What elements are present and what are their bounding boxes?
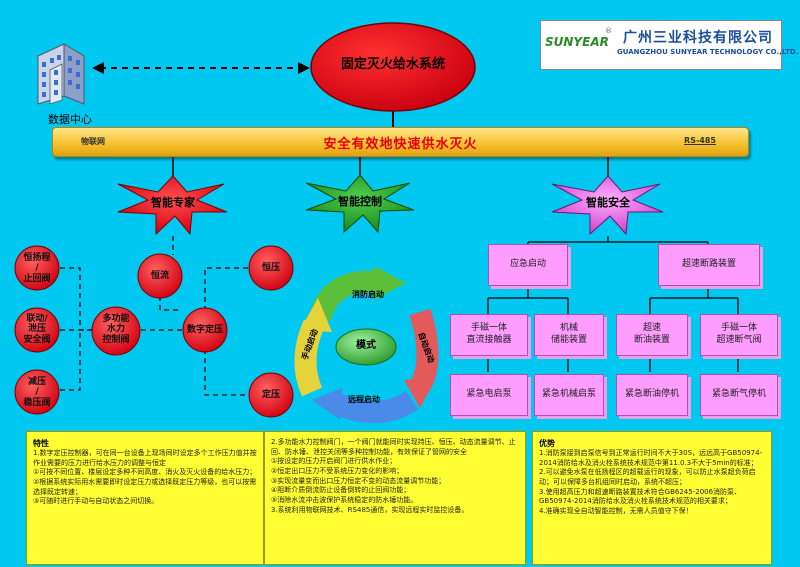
safety-tree-lines (487, 236, 739, 372)
bar-branches (172, 155, 609, 176)
functions-line: ⑤消除水流冲击波保护系统稳定的防水锤功能。 (271, 495, 418, 504)
expert-circles (14, 245, 294, 418)
panel-features: 特性 1.数字定压控制器，可在同一台设备上现场同时设定多个工作压力值并按作业需要… (26, 431, 264, 565)
box-mech-storage: 机械 储能装置 (534, 314, 604, 356)
control-cycle (294, 266, 439, 424)
bar-iot-label: 物联网 (81, 137, 105, 146)
system-ellipse (310, 22, 476, 112)
box-emergency-gas-stop: 紧急断气停机 (700, 374, 778, 416)
cycle-fire-start: 消防启动 (352, 290, 384, 299)
star-smart-expert (117, 175, 228, 236)
star-smart-safety (551, 175, 664, 236)
node-main-valve: 多功能 水力 控制阀 (102, 314, 130, 345)
functions-line: ④阻断介质倒流防止设备倒转的止回阀功能； (271, 486, 411, 495)
panel-functions: 2.多功能水力控制阀门，一个阀门就能同时实现持压、恒压、动态流量调节、止回、防水… (264, 431, 526, 565)
box-overspeed-break: 超速断路装置 (658, 244, 760, 286)
functions-line: ③实现流量变而出口压力恒定不变的动态流量调节功能； (271, 476, 446, 485)
advantages-line: 1.消防泵接到启泵信号到正常运行时间不大于30S，远远高于GB50974-201… (539, 449, 763, 467)
node-fixed-pressure: 定压 (261, 390, 280, 400)
datacenter-link-arrow (92, 62, 310, 74)
functions-line: ②恒定出口压力不受系统压力变化的影响； (271, 466, 404, 475)
logo-brand-mark: SUNYEAR (545, 35, 609, 49)
iot-bus-bar: 物联网 安全有效地快速供水灭火 RS-485 (52, 127, 749, 157)
features-line: ①可按不同位置、楼层设定多种不同高度、消火及灭火设备的给水压力； (33, 468, 257, 477)
features-line: ③可随时进行手动与自动状态之间切换。 (33, 497, 159, 506)
box-overspeed-oil: 超速 断油装置 (616, 314, 688, 356)
node-linked-valve: 联动/ 泄压 安全阀 (23, 314, 51, 345)
node-digital-pressure: 数字定压 (186, 325, 223, 335)
features-title: 特性 (33, 439, 49, 448)
node-check-valve: 恒扬程 / 止回阀 (23, 253, 51, 284)
system-title: 固定灭火给水系统 (340, 57, 445, 72)
box-hand-magnet-gas: 手磁一体 超速断气阀 (700, 314, 778, 356)
company-logo: SUNYEAR ® 广州三业科技有限公司 GUANGZHOU SUNYEAR T… (540, 20, 798, 70)
advantages-title: 优势 (539, 439, 555, 448)
node-flow: 恒流 (150, 271, 169, 281)
bar-slogan: 安全有效地快速供水灭火 (323, 137, 478, 152)
node-const-pressure: 恒压 (261, 263, 280, 273)
company-name-en: GUANGZHOU SUNYEAR TECHNOLOGY CO.,LTD. (617, 48, 799, 56)
expert-network-links (60, 236, 250, 396)
box-emergency-start: 应急启动 (488, 244, 568, 286)
registered-mark-icon: ® (605, 27, 612, 35)
functions-line: ①按设定的压力开启阀门进行供水作业； (271, 457, 397, 466)
star-label-safety: 智能安全 (586, 196, 630, 209)
advantages-line: 4.准确实现全自动智能控制，无需人员值守下保！ (539, 506, 693, 515)
box-emergency-elec-start: 紧急电启泵 (450, 374, 528, 416)
features-line: ②根据系统实际用水需要即时设定压力或选择既定压力等级，也可以按需选择既定转速； (33, 478, 257, 496)
company-name-cn: 广州三业科技有限公司 (623, 30, 773, 46)
node-reduce-valve: 减压 / 稳压阀 (23, 377, 51, 408)
box-hand-magnet-contactor: 手磁一体 直流接触器 (450, 314, 528, 356)
data-center-building-icon (37, 43, 85, 105)
features-line: 1.数字定压控制器，可在同一台设备上现场同时设定多个工作压力值并按作业需要的压力… (33, 449, 257, 467)
star-smart-control (305, 174, 415, 234)
star-label-control: 智能控制 (338, 195, 382, 208)
bar-rs485-label: RS-485 (684, 136, 716, 145)
star-label-expert: 智能专家 (151, 196, 195, 209)
box-emergency-mech-start: 紧急机械启泵 (534, 374, 604, 416)
datacenter-label: 数据中心 (48, 113, 92, 126)
box-emergency-oil-stop: 紧急断油停机 (616, 374, 688, 416)
advantages-line: 3.使用超高压力和超速断路装置技术符合GB6245-2006消防泵、GB5097… (539, 487, 742, 506)
advantages-line: 2.可以避免水泵在低扬程区的超载运行的现象，可以防止水泵超负荷启动；可以保障多台… (539, 468, 756, 486)
panel-advantages: 优势 1.消防泵接到启泵信号到正常运行时间不大于30S，远远高于GB50974-… (532, 431, 772, 565)
functions-line: 3.系统利用物联网技术、RS485通信，实现远程实时监控设备。 (271, 505, 469, 514)
cycle-mode-center: 模式 (356, 340, 376, 351)
cycle-remote-start: 远程启动 (348, 395, 380, 404)
functions-line: 2.多功能水力控制阀门，一个阀门就能同时实现持压、恒压、动态流量调节、止回、防水… (271, 438, 516, 456)
